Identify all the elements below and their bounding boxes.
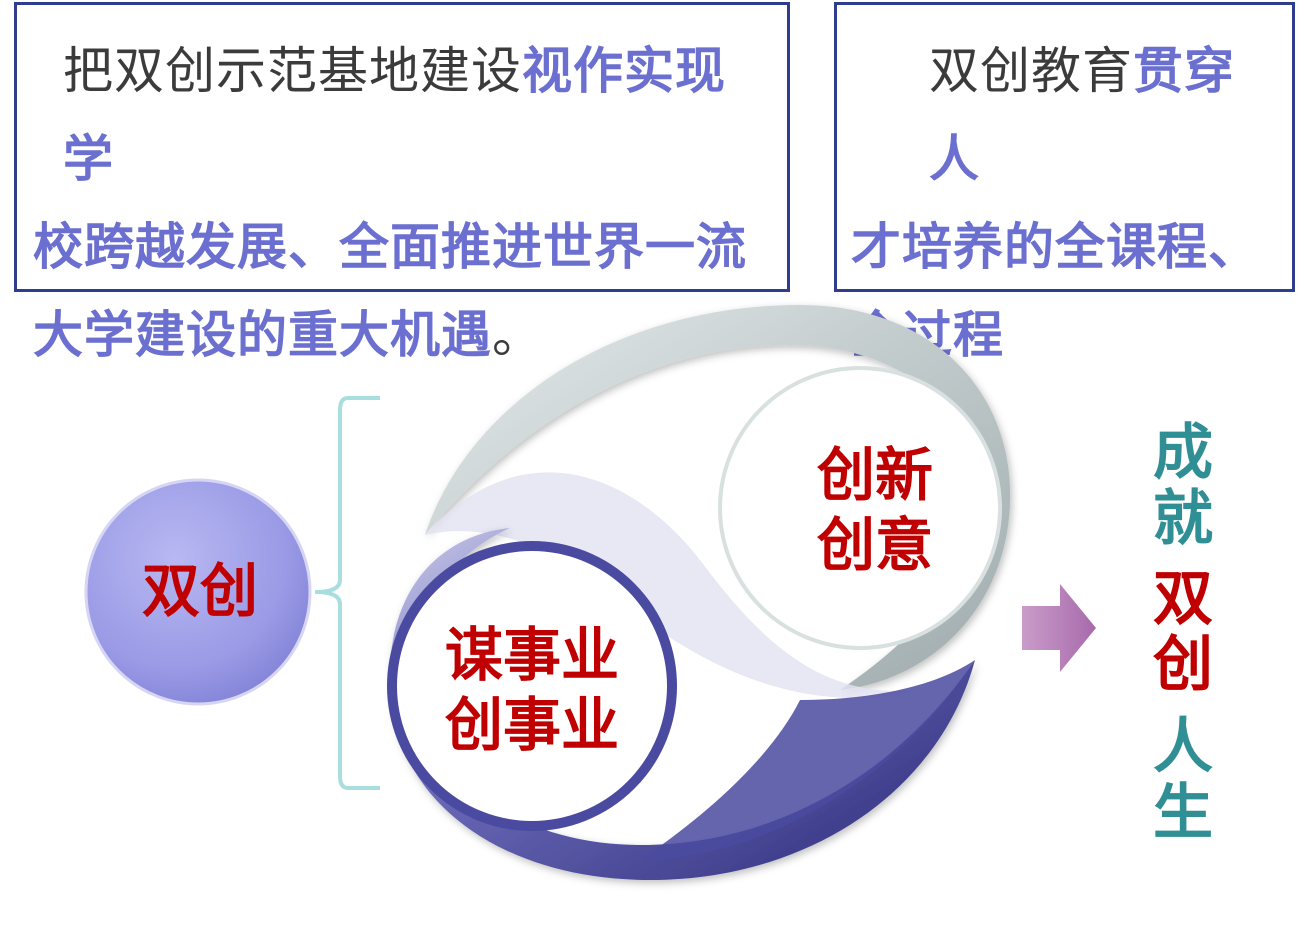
bracket [314,396,380,790]
left-line-2: 校跨越发展、全面推进世界一流 [33,203,773,291]
right-line-1-plain: 双创教育 [929,42,1133,100]
result-char-cheng: 成 [1153,418,1213,488]
right-line-1-emphasis: 贯穿人 [929,42,1235,188]
right-line-1: 双创教育贯穿人 [851,27,1284,203]
right-text-box: 双创教育贯穿人 才培养的全课程、 全过程 [834,2,1295,364]
left-line-1-plain: 把双创示范基地建设 [63,42,522,100]
right-arrow [1022,584,1096,672]
result-char-shuang: 双 [1153,564,1213,634]
result-shuang-chuang: 双 创 [1148,566,1218,698]
left-line-3: 大学建设的重大机遇。 [33,291,773,379]
left-line-3-emphasis: 大学建设的重大机遇 [33,306,492,364]
left-line-1: 把双创示范基地建设视作实现学 [33,27,773,203]
left-line-1-emphasis: 视作实现学 [63,42,726,188]
result-char-ren: 人 [1153,712,1213,782]
upper-circle-label: 创新 创意 [790,440,960,580]
right-line-2: 才培养的全课程、 [851,203,1284,291]
upper-swirl [425,305,1011,690]
source-circle [84,478,312,706]
lower-circle-label: 谋事业 创事业 [432,620,632,760]
result-char-chuang: 创 [1153,630,1213,700]
result-char-sheng: 生 [1153,778,1213,848]
upper-circle-line-1: 创新 [816,441,933,509]
left-line-2-emphasis: 校跨越发展、全面推进世界一流 [33,218,747,276]
result-cheng-jiu: 成 就 [1148,420,1218,552]
upper-swirl-inner [425,472,920,698]
result-ren-sheng: 人 生 [1148,714,1218,846]
lower-swirl-body [640,660,975,860]
lower-circle [387,541,677,831]
left-text-box: 把双创示范基地建设视作实现学 校跨越发展、全面推进世界一流 大学建设的重大机遇。 [14,2,790,364]
upper-circle [718,366,1002,650]
right-line-2-emphasis: 才培养的全课程、 [851,218,1259,276]
left-line-3-end: 。 [492,306,543,364]
upper-circle-line-2: 创意 [816,511,933,579]
lower-circle-line-2: 创事业 [444,691,619,759]
source-circle-label: 双创 [141,557,258,625]
lower-swirl [389,528,975,880]
lower-circle-line-1: 谋事业 [444,621,619,689]
result-char-jiu: 就 [1153,484,1213,554]
